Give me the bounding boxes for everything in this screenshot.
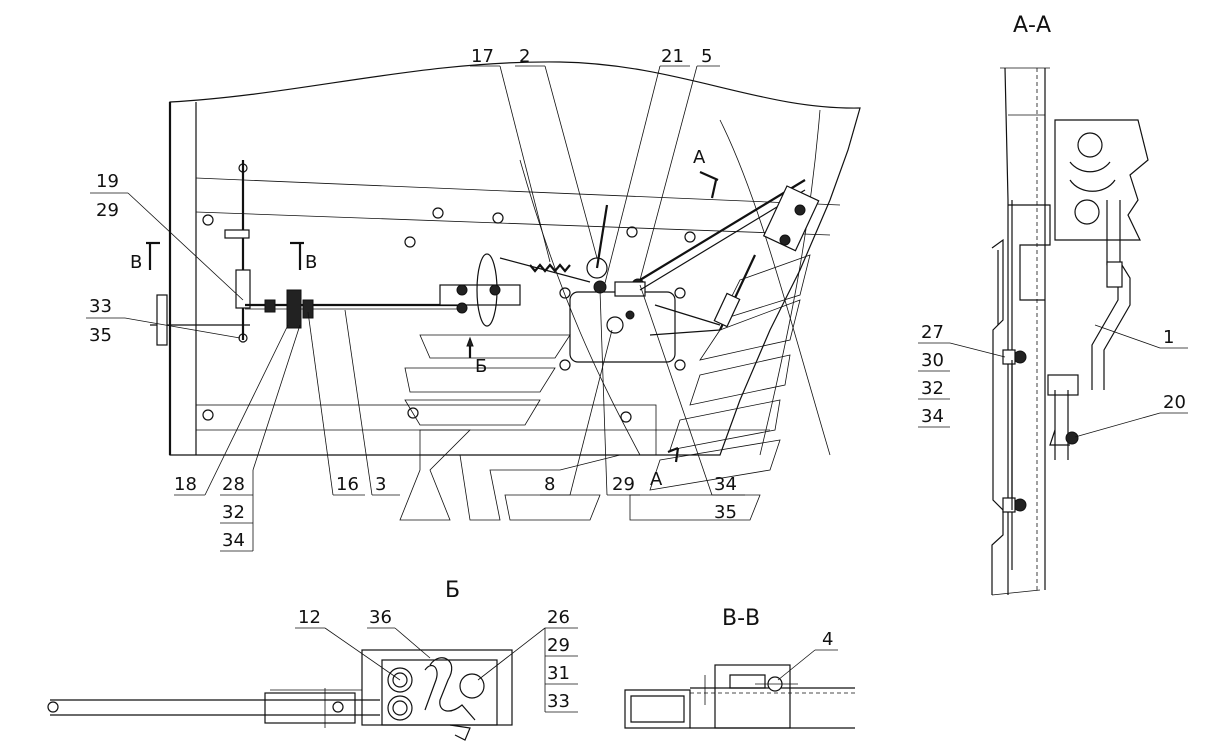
callout-12: 12	[298, 607, 321, 628]
marker-v-left: В	[130, 252, 142, 273]
callout-35b: 35	[714, 502, 737, 523]
callout-29c: 29	[547, 635, 570, 656]
view-b: Б 12 36 26 29 31 33	[47, 578, 578, 741]
section-vv-title: В-В	[722, 606, 760, 631]
marker-a-bottom: А	[650, 469, 663, 490]
marker-v-right: В	[305, 252, 317, 273]
callout-16: 16	[336, 474, 359, 495]
callout-1: 1	[1163, 327, 1174, 348]
marker-a-top: А	[693, 147, 706, 168]
section-aa-title: А-А	[1013, 13, 1051, 38]
callout-20: 20	[1163, 392, 1186, 413]
callout-36: 36	[369, 607, 392, 628]
marker-b-arrow: Б	[475, 356, 487, 377]
section-aa: А-А	[918, 13, 1188, 596]
callout-2: 2	[519, 46, 530, 67]
callout-29b: 29	[612, 474, 635, 495]
section-vv: В-В 4	[624, 606, 855, 729]
callout-32: 32	[222, 502, 245, 523]
callout-5: 5	[701, 46, 712, 67]
callout-35: 35	[89, 325, 112, 346]
callout-18: 18	[174, 474, 197, 495]
callout-31: 31	[547, 663, 570, 684]
view-b-title: Б	[445, 578, 460, 603]
callout-34c: 34	[921, 406, 944, 427]
callout-27: 27	[921, 322, 944, 343]
callout-29: 29	[96, 200, 119, 221]
callout-33b: 33	[547, 691, 570, 712]
callout-30: 30	[921, 350, 944, 371]
callout-33: 33	[89, 296, 112, 317]
main-view	[146, 61, 861, 521]
callout-34: 34	[222, 530, 245, 551]
bolt-holes	[202, 163, 696, 423]
callout-17: 17	[471, 46, 494, 67]
callout-8: 8	[544, 474, 555, 495]
callout-26: 26	[547, 607, 570, 628]
callout-32b: 32	[921, 378, 944, 399]
callout-19: 19	[96, 171, 119, 192]
callout-3: 3	[375, 474, 386, 495]
callout-34b: 34	[714, 474, 737, 495]
callout-4: 4	[822, 629, 833, 650]
callout-21: 21	[661, 46, 684, 67]
main-callouts: 17 2 21 5 19 29 33 35 18 28 32 34 16	[86, 46, 745, 552]
callout-28: 28	[222, 474, 245, 495]
